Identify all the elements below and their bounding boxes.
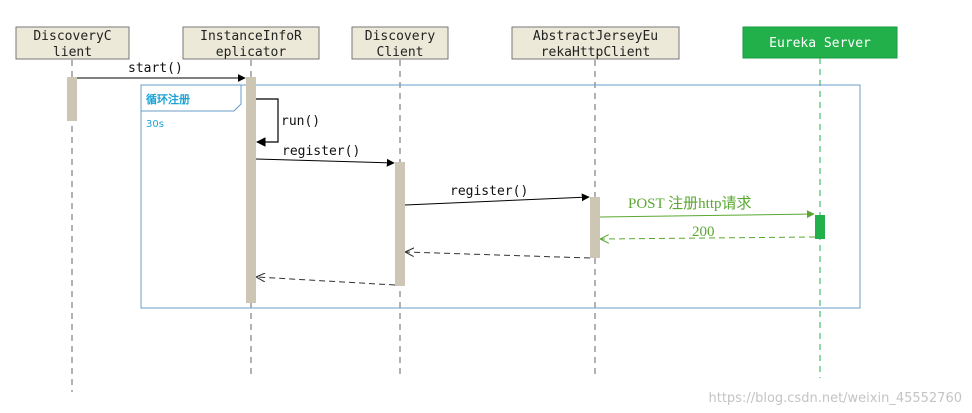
participant-discovery-client-2: Discovery Client: [351, 26, 449, 60]
message-run-label: run(): [281, 114, 320, 129]
participant-eureka-server: Eureka Server: [742, 26, 898, 59]
activation-abstract-jersey-eureka-http-client: [590, 197, 600, 258]
participant-label-line2: Client: [377, 45, 424, 60]
message-register-1: register(): [255, 144, 395, 167]
message-register-2: register(): [404, 184, 590, 206]
message-response-200-label: 200: [692, 224, 715, 240]
participant-label-line1: Discovery: [365, 29, 436, 44]
participant-label-line2: eplicator: [216, 45, 287, 60]
message-start: start(): [77, 61, 246, 82]
participant-instance-info-replicator: InstanceInfoR eplicator: [182, 26, 320, 60]
message-register-1-label: register(): [282, 144, 360, 159]
activation-discovery-client-2: [395, 162, 405, 286]
loop-label: 循环注册: [146, 92, 190, 106]
participant-discovery-client: DiscoveryC lient: [15, 26, 130, 60]
activation-eureka-server: [815, 215, 825, 239]
message-post-register: POST 注册http请求: [599, 195, 815, 219]
participant-label-line1: Eureka Server: [769, 36, 871, 51]
message-post-register-label: POST 注册http请求: [628, 195, 752, 212]
loop-interval: 30s: [146, 119, 164, 130]
participant-label-line1: InstanceInfoR: [200, 29, 302, 44]
participant-abstract-jersey-eureka-http-client: AbstractJerseyEu rekaHttpClient: [511, 26, 680, 60]
participant-label-line2: rekaHttpClient: [541, 45, 651, 60]
participant-label-line2: lient: [53, 45, 92, 60]
return-to-discovery-client-2: [406, 252, 591, 259]
activation-instance-info-replicator: [246, 77, 256, 303]
message-register-2-label: register(): [450, 184, 528, 199]
activation-discovery-client: [67, 77, 77, 121]
message-response-200: 200: [601, 224, 816, 240]
participant-label-line1: DiscoveryC: [33, 29, 111, 44]
participant-label-line1: AbstractJerseyEu: [533, 29, 658, 44]
loop-frame: 循环注册 30s: [140, 84, 861, 309]
message-run: run(): [256, 98, 320, 147]
return-to-instance-info-replicator: [257, 277, 396, 286]
message-start-label: start(): [128, 61, 183, 76]
watermark: https://blog.csdn.net/weixin_45552760: [708, 391, 962, 406]
